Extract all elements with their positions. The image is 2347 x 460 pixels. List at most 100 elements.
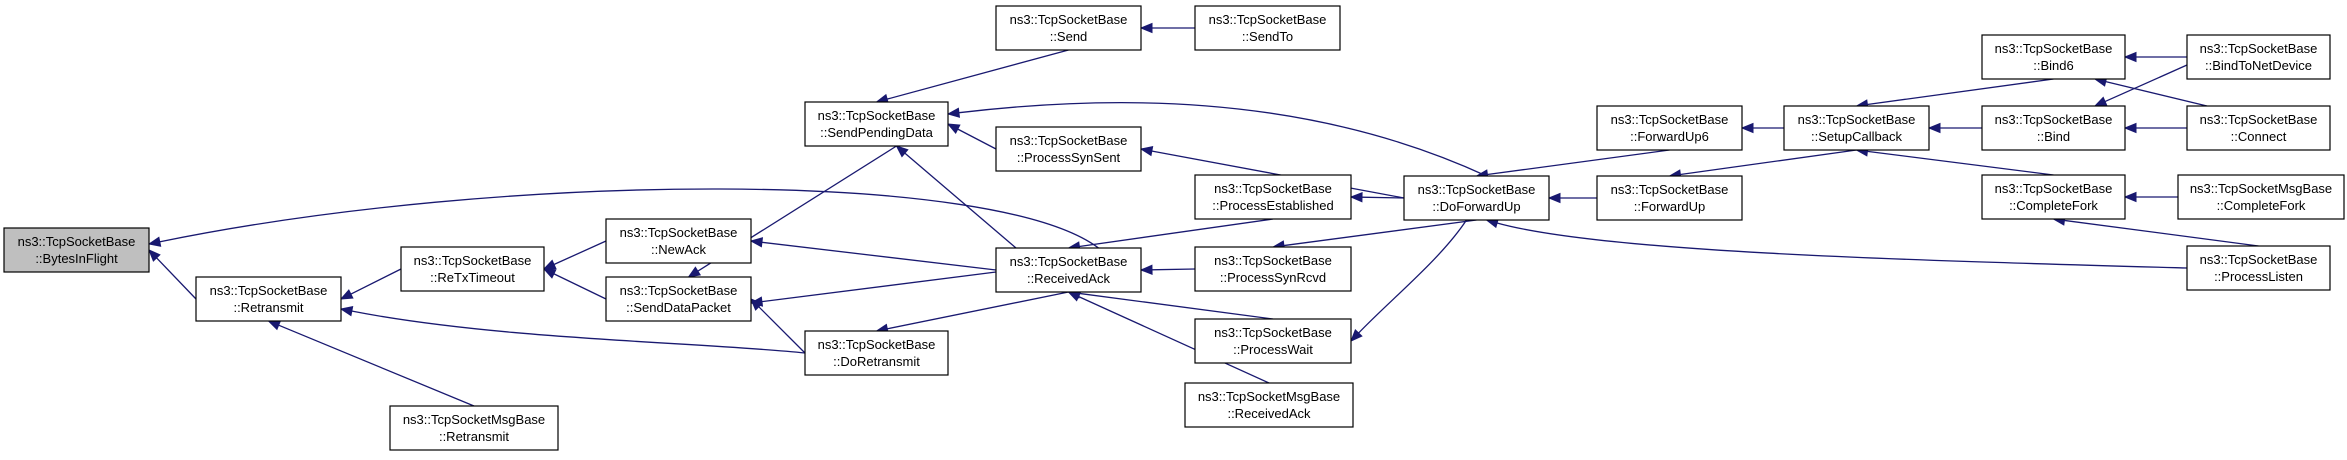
node-box: [1596, 175, 1743, 221]
node-class-label: ns3::TcpSocketBase: [1995, 41, 2113, 56]
edge-dfu-to-pe: [1349, 191, 1405, 203]
node-send[interactable]: ns3::TcpSocketBase::Send: [995, 5, 1142, 51]
arrowhead-icon: [750, 298, 763, 311]
arrowhead-icon: [749, 237, 764, 248]
edge-pss-to-spd: [946, 123, 997, 150]
node-btnd[interactable]: ns3::TcpSocketBase::BindToNetDevice: [2186, 34, 2331, 80]
node-box: [1194, 318, 1352, 364]
node-method-label: ::ReceivedAck: [1227, 406, 1311, 421]
edge-line: [158, 188, 1102, 251]
node-class-label: ns3::TcpSocketBase: [818, 108, 936, 123]
edge-pl-to-cf: [2052, 215, 2259, 247]
arrowhead-icon: [1547, 192, 1561, 204]
node-class-label: ns3::TcpSocketBase: [1010, 133, 1128, 148]
arrowhead-icon: [148, 249, 161, 262]
node-method-label: ::ReceivedAck: [1027, 271, 1111, 286]
node-box: [2186, 105, 2331, 151]
node-method-label: ::Connect: [2231, 129, 2287, 144]
edge-msgrt-to-rt: [267, 320, 475, 407]
node-msgra[interactable]: ns3::TcpSocketMsgBase::ReceivedAck: [1184, 382, 1354, 428]
node-pw[interactable]: ns3::TcpSocketBase::ProcessWait: [1194, 318, 1352, 364]
node-pss[interactable]: ns3::TcpSocketBase::ProcessSynSent: [995, 126, 1142, 172]
arrowhead-icon: [1067, 291, 1082, 302]
node-box: [1403, 175, 1550, 221]
edge-psr-to-ra: [1139, 264, 1196, 276]
node-class-label: ns3::TcpSocketBase: [818, 337, 936, 352]
edge-fu-to-dfu: [1547, 192, 1597, 204]
node-class-label: ns3::TcpSocketBase: [1214, 253, 1332, 268]
node-bif[interactable]: ns3::TcpSocketBase::BytesInFlight: [3, 227, 150, 273]
node-method-label: ::SetupCallback: [1811, 129, 1903, 144]
edge-bind6-to-scb: [1855, 78, 2054, 110]
node-method-label: ::SendDataPacket: [626, 300, 731, 315]
node-box: [3, 227, 150, 273]
node-bind6[interactable]: ns3::TcpSocketBase::Bind6: [1981, 34, 2126, 80]
node-connect[interactable]: ns3::TcpSocketBase::Connect: [2186, 105, 2331, 151]
node-box: [2186, 34, 2331, 80]
edge-line: [1282, 219, 1477, 247]
node-scb[interactable]: ns3::TcpSocketBase::SetupCallback: [1783, 105, 1930, 151]
edge-line: [1866, 150, 2054, 176]
node-msgrt[interactable]: ns3::TcpSocketMsgBase::Retransmit: [389, 405, 559, 451]
edge-line: [1486, 149, 1670, 176]
edge-rt-to-bif: [148, 249, 197, 300]
node-method-label: ::BindToNetDevice: [2205, 58, 2312, 73]
node-spd[interactable]: ns3::TcpSocketBase::SendPendingData: [804, 101, 949, 147]
call-nodes: ns3::TcpSocketBase::BytesInFlightns3::Tc…: [3, 5, 2345, 451]
node-fu6[interactable]: ns3::TcpSocketBase::ForwardUp6: [1596, 105, 1743, 151]
arrowhead-icon: [1139, 22, 1153, 34]
node-pl[interactable]: ns3::TcpSocketBase::ProcessListen: [2186, 245, 2331, 291]
node-method-label: ::ProcessSynSent: [1017, 150, 1121, 165]
edge-line: [1495, 222, 2188, 269]
node-class-label: ns3::TcpSocketBase: [1611, 182, 1729, 197]
node-psr[interactable]: ns3::TcpSocketBase::ProcessSynRcvd: [1194, 246, 1352, 292]
node-fu[interactable]: ns3::TcpSocketBase::ForwardUp: [1596, 175, 1743, 221]
node-bind[interactable]: ns3::TcpSocketBase::Bind: [1981, 105, 2126, 151]
node-class-label: ns3::TcpSocketBase: [1995, 112, 2113, 127]
arrowhead-icon: [1139, 145, 1154, 157]
arrowhead-icon: [1350, 329, 1363, 342]
edge-line: [1077, 295, 1270, 384]
node-class-label: ns3::TcpSocketBase: [1010, 12, 1128, 27]
node-class-label: ns3::TcpSocketBase: [1214, 325, 1332, 340]
edge-line: [760, 271, 997, 303]
edge-newack-to-rtt: [542, 240, 607, 270]
node-pe[interactable]: ns3::TcpSocketBase::ProcessEstablished: [1194, 174, 1352, 220]
node-method-label: ::ProcessSynRcvd: [1220, 270, 1326, 285]
arrowhead-icon: [542, 268, 557, 279]
edge-rtt-to-rt: [339, 268, 402, 300]
node-rtt[interactable]: ns3::TcpSocketBase::ReTxTimeout: [400, 246, 545, 292]
node-rt[interactable]: ns3::TcpSocketBase::Retransmit: [195, 276, 342, 322]
edge-dort-to-rt: [339, 306, 806, 354]
node-sdp[interactable]: ns3::TcpSocketBase::SendDataPacket: [605, 276, 752, 322]
node-dfu[interactable]: ns3::TcpSocketBase::DoForwardUp: [1403, 175, 1550, 221]
node-ra[interactable]: ns3::TcpSocketBase::ReceivedAck: [995, 247, 1142, 293]
node-dort[interactable]: ns3::TcpSocketBase::DoRetransmit: [804, 330, 949, 376]
node-method-label: ::ForwardUp: [1634, 199, 1706, 214]
node-msgcf[interactable]: ns3::TcpSocketMsgBase::CompleteFork: [2177, 174, 2345, 220]
edge-line: [957, 101, 1487, 177]
edge-dort-to-sdp: [750, 298, 806, 354]
node-sendto[interactable]: ns3::TcpSocketBase::SendTo: [1194, 5, 1341, 51]
edge-line: [155, 256, 197, 300]
node-method-label: ::Retransmit: [439, 429, 509, 444]
node-class-label: ns3::TcpSocketMsgBase: [2190, 181, 2332, 196]
node-box: [1596, 105, 1743, 151]
edge-line: [277, 324, 475, 407]
node-class-label: ns3::TcpSocketBase: [1611, 112, 1729, 127]
node-newack[interactable]: ns3::TcpSocketBase::NewAck: [605, 218, 752, 264]
node-box: [2177, 174, 2345, 220]
node-class-label: ns3::TcpSocketBase: [2200, 252, 2318, 267]
node-cf[interactable]: ns3::TcpSocketBase::CompleteFork: [1981, 174, 2126, 220]
edge-ra-to-dort: [875, 291, 1069, 334]
edge-line: [760, 241, 997, 271]
arrowhead-icon: [1139, 264, 1153, 276]
node-class-label: ns3::TcpSocketBase: [1995, 181, 2113, 196]
node-class-label: ns3::TcpSocketBase: [2200, 41, 2318, 56]
node-box: [1194, 246, 1352, 292]
edge-line: [1679, 149, 1857, 176]
node-box: [389, 405, 559, 451]
node-method-label: ::CompleteFork: [2009, 198, 2098, 213]
node-class-label: ns3::TcpSocketBase: [2200, 112, 2318, 127]
node-box: [605, 218, 752, 264]
